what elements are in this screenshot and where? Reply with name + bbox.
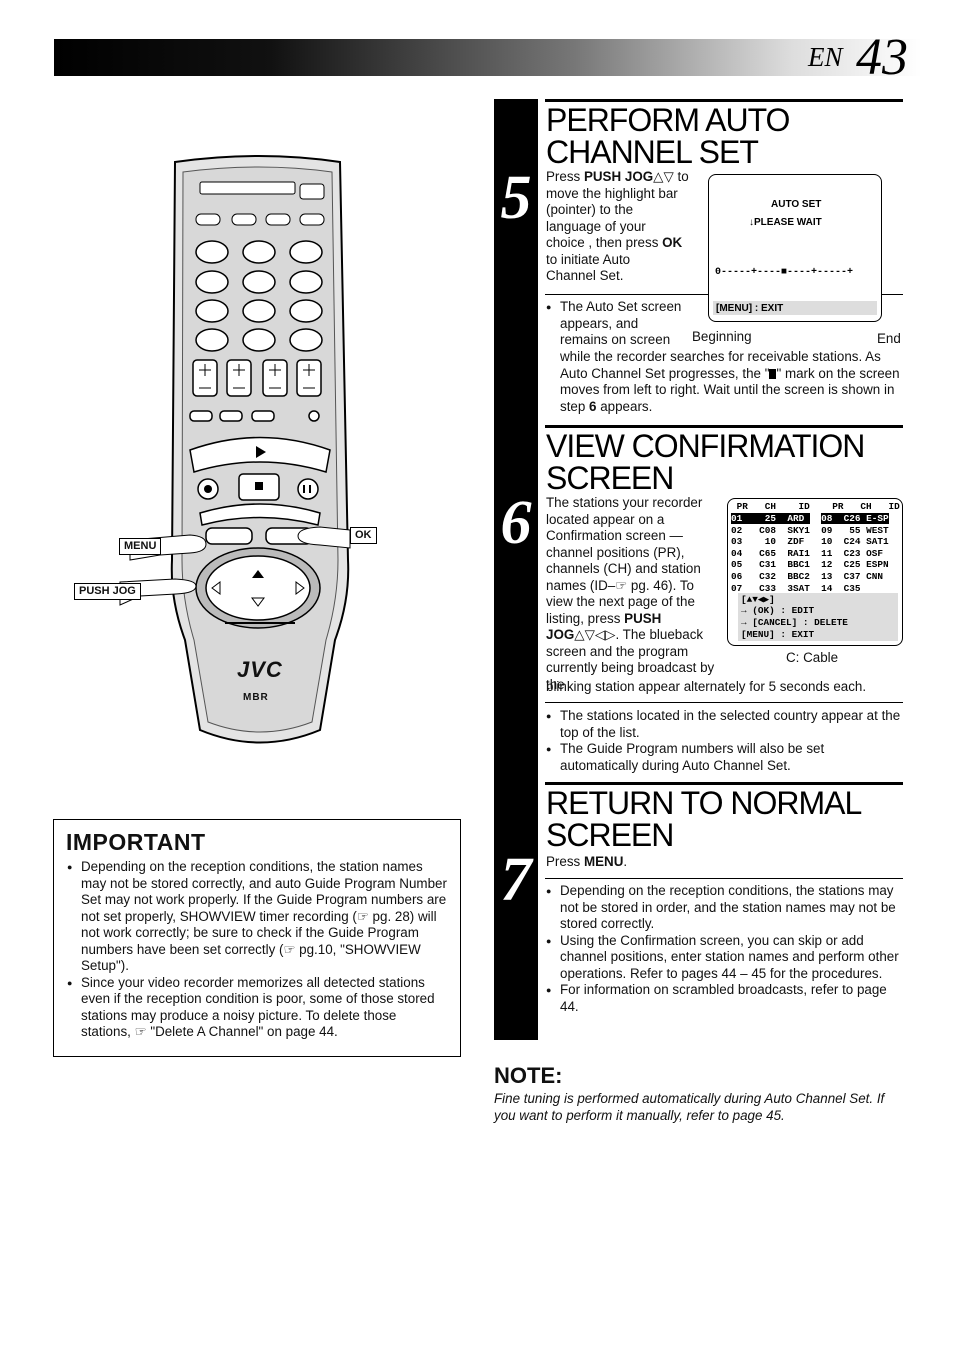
note-text: Fine tuning is performed automatically d… bbox=[494, 1091, 885, 1123]
table-row-2: 02 C08 SKY1 09 55 WEST bbox=[731, 524, 889, 536]
list-item: The stations located in the selected cou… bbox=[546, 708, 904, 741]
auto-set-wait: ↓︎PLEASE WAIT bbox=[749, 217, 822, 228]
menu-callout-label: MENU bbox=[119, 538, 162, 555]
step7-heading: RETURN TO NORMAL SCREEN bbox=[546, 785, 861, 853]
step5-heading: PERFORM AUTO CHANNEL SET bbox=[546, 102, 790, 170]
note-title: NOTE: bbox=[494, 1063, 563, 1088]
auto-set-exit-bar bbox=[713, 301, 877, 315]
table-row-6: 06 C32 BBC2 13 C37 CNN bbox=[731, 570, 884, 582]
step5-rule bbox=[545, 99, 903, 102]
confirmation-delete: → [CANCEL] : DELETE bbox=[741, 617, 848, 628]
list-item: Using the Confirmation screen, you can s… bbox=[546, 933, 904, 983]
list-item: Depending on the reception conditions, t… bbox=[67, 859, 447, 975]
confirmation-arrows: [▲▼◀▶] bbox=[741, 594, 775, 605]
step7-instructions: Press MENU. bbox=[546, 854, 628, 869]
step6-heading: VIEW CONFIRMATION SCREEN bbox=[546, 428, 865, 496]
language-label: EN bbox=[808, 42, 843, 72]
step5-bullet-rest: while the recorder searches for receivab… bbox=[560, 349, 900, 414]
sub-brand-logo: MBR bbox=[243, 692, 269, 703]
table-row-7: 07 C33 3SAT 14 C35 bbox=[731, 582, 861, 594]
confirmation-table: 01 25 ARD 08 C26 E-SP 02 C08 SKY1 09 55 … bbox=[731, 513, 899, 594]
list-item: For information on scrambled broadcasts,… bbox=[546, 982, 904, 1015]
list-item: The Guide Program numbers will also be s… bbox=[546, 741, 904, 774]
push-jog-callout-label: PUSH JOG bbox=[74, 583, 141, 600]
confirmation-screen: PR CH ID PR CH ID 01 25 ARD 08 C26 E-SP … bbox=[727, 498, 903, 646]
list-item: Since your video recorder memorizes all … bbox=[67, 975, 447, 1041]
step-number-6: 6 bbox=[500, 489, 532, 557]
step6-bullets: The stations located in the selected cou… bbox=[546, 708, 904, 774]
step-column bbox=[494, 99, 538, 1040]
table-row-1: 01 25 ARD 08 C26 E-SP bbox=[731, 513, 889, 524]
auto-set-title: AUTO SET bbox=[771, 199, 822, 210]
step6-rule bbox=[545, 425, 903, 428]
confirmation-edit: → (OK) : EDIT bbox=[741, 605, 815, 616]
auto-set-exit: [MENU] : EXIT bbox=[716, 303, 784, 314]
step7-bullets: Depending on the reception conditions, t… bbox=[546, 883, 904, 1015]
important-bullets: Depending on the reception conditions, t… bbox=[67, 859, 447, 1041]
ok-callout-label: OK bbox=[350, 527, 377, 544]
table-row-5: 05 C31 BBC1 12 C25 ESPN bbox=[731, 559, 889, 571]
auto-set-progress-scale: 0-----+----■----+-----+ bbox=[715, 267, 854, 278]
step6-divider bbox=[545, 702, 903, 703]
label-beginning: Beginning bbox=[692, 329, 752, 344]
table-row-4: 04 C65 RAI1 11 C23 OSF bbox=[731, 547, 884, 559]
list-item: Depending on the reception conditions, t… bbox=[546, 883, 904, 933]
important-box bbox=[53, 819, 461, 1057]
remote-control-illustration bbox=[119, 155, 351, 744]
page-number: 43 bbox=[856, 29, 908, 86]
confirmation-header: PR CH ID PR CH ID bbox=[731, 501, 900, 512]
auto-set-screen: AUTO SET ↓︎PLEASE WAIT 0-----+----■----+… bbox=[708, 174, 882, 322]
header-bar bbox=[54, 39, 922, 76]
cable-caption: C: Cable bbox=[786, 650, 839, 665]
confirmation-exit: [MENU] : EXIT bbox=[741, 629, 815, 640]
confirmation-help-bar bbox=[738, 593, 898, 641]
table-row-3: 03 10 ZDF 10 C24 SAT1 bbox=[731, 536, 889, 548]
step5-instructions: Press PUSH JOG△▽ to move the highlight b… bbox=[546, 169, 689, 283]
step-number-5: 5 bbox=[500, 164, 532, 232]
progress-mark-icon bbox=[769, 368, 777, 379]
step7-divider bbox=[545, 878, 903, 879]
label-end: End bbox=[877, 331, 901, 346]
step6-instructions: The stations your recorder located appea… bbox=[546, 495, 715, 692]
step5-bullet-start: The Auto Set screen appears, and remains… bbox=[546, 299, 692, 349]
brand-logo: JVC bbox=[237, 657, 283, 682]
step7-rule bbox=[545, 782, 903, 785]
step6-last-line: blinking station appear alternately for … bbox=[546, 679, 867, 694]
step-number-7: 7 bbox=[500, 846, 532, 914]
important-title: IMPORTANT bbox=[66, 829, 206, 855]
